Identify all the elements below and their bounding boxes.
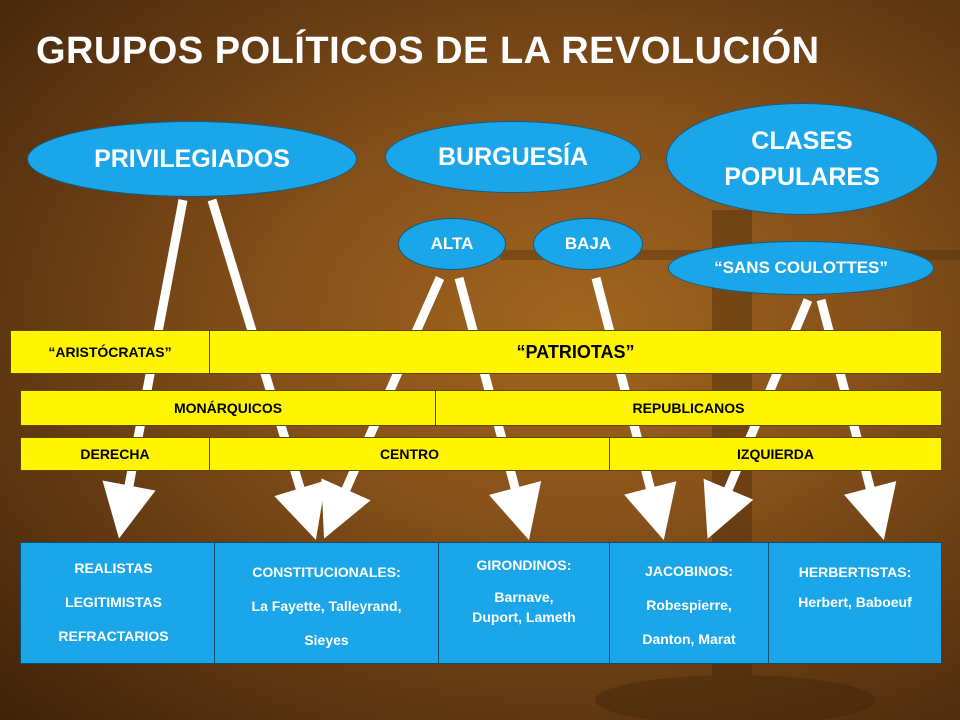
monarquicos-label: MONÁRQUICOS	[173, 400, 283, 416]
page-title: GRUPOS POLÍTICOS DE LA REVOLUCIÓN	[36, 30, 820, 72]
girondinos-line3: Duport, Lameth	[472, 609, 576, 625]
izquierda-label: IZQUIERDA	[737, 446, 814, 462]
privilegiados-ellipse: PRIVILEGIADOS	[27, 121, 357, 197]
girondinos-line1: GIRONDINOS:	[476, 557, 572, 573]
sans-coulottes-ellipse: “SANS COULOTTES”	[668, 241, 934, 295]
alta-label: ALTA	[430, 234, 474, 253]
monarquicos-bar: MONÁRQUICOS	[20, 390, 436, 426]
republicanos-bar: REPUBLICANOS	[435, 390, 942, 426]
constitucionales-line1: CONSTITUCIONALES:	[252, 564, 401, 580]
patriotas-bar: “PATRIOTAS”	[209, 330, 942, 374]
baja-ellipse: BAJA	[533, 218, 643, 270]
realistas-line1: REALISTAS	[74, 560, 153, 576]
girondinos-line2: Barnave,	[494, 589, 554, 605]
jacobinos-line2: Robespierre,	[646, 597, 732, 613]
realistas-line3: REFRACTARIOS	[58, 628, 169, 644]
populares-line1: CLASES	[751, 127, 853, 155]
clases-populares-ellipse: CLASES POPULARES	[666, 103, 938, 215]
republicanos-label: REPUBLICANOS	[632, 400, 745, 416]
alta-ellipse: ALTA	[398, 218, 506, 270]
group-box-jacobinos: JACOBINOS: Robespierre, Danton, Marat	[609, 542, 769, 664]
herbertistas-line2: Herbert, Baboeuf	[798, 594, 912, 610]
baja-label: BAJA	[564, 234, 612, 253]
patriotas-label: “PATRIOTAS”	[516, 341, 635, 362]
izquierda-bar: IZQUIERDA	[609, 437, 942, 471]
group-box-herbertistas: HERBERTISTAS: Herbert, Baboeuf	[768, 542, 942, 664]
group-box-constitucionales: CONSTITUCIONALES: La Fayette, Talleyrand…	[214, 542, 439, 664]
centro-label: CENTRO	[379, 446, 440, 462]
jacobinos-line1: JACOBINOS:	[645, 563, 733, 579]
constitucionales-line3: Sieyes	[304, 632, 349, 648]
group-box-realistas: REALISTAS LEGITIMISTAS REFRACTARIOS	[20, 542, 215, 664]
sans-coulottes-label: “SANS COULOTTES”	[714, 258, 888, 277]
group-box-girondinos: GIRONDINOS: Barnave, Duport, Lameth	[438, 542, 610, 664]
aristocratas-label: “ARISTÓCRATAS”	[48, 344, 172, 360]
centro-bar: CENTRO	[209, 437, 610, 471]
jacobinos-line3: Danton, Marat	[642, 631, 736, 647]
derecha-label: DERECHA	[80, 446, 150, 462]
burguesia-ellipse: BURGUESÍA	[385, 121, 641, 193]
realistas-line2: LEGITIMISTAS	[65, 594, 162, 610]
burguesia-label: BURGUESÍA	[437, 142, 588, 171]
constitucionales-line2: La Fayette, Talleyrand,	[251, 598, 402, 614]
derecha-bar: DERECHA	[20, 437, 210, 471]
populares-line2: POPULARES	[724, 163, 880, 191]
privilegiados-label: PRIVILEGIADOS	[94, 144, 290, 173]
aristocratas-bar: “ARISTÓCRATAS”	[10, 330, 210, 374]
herbertistas-line1: HERBERTISTAS:	[798, 564, 912, 580]
